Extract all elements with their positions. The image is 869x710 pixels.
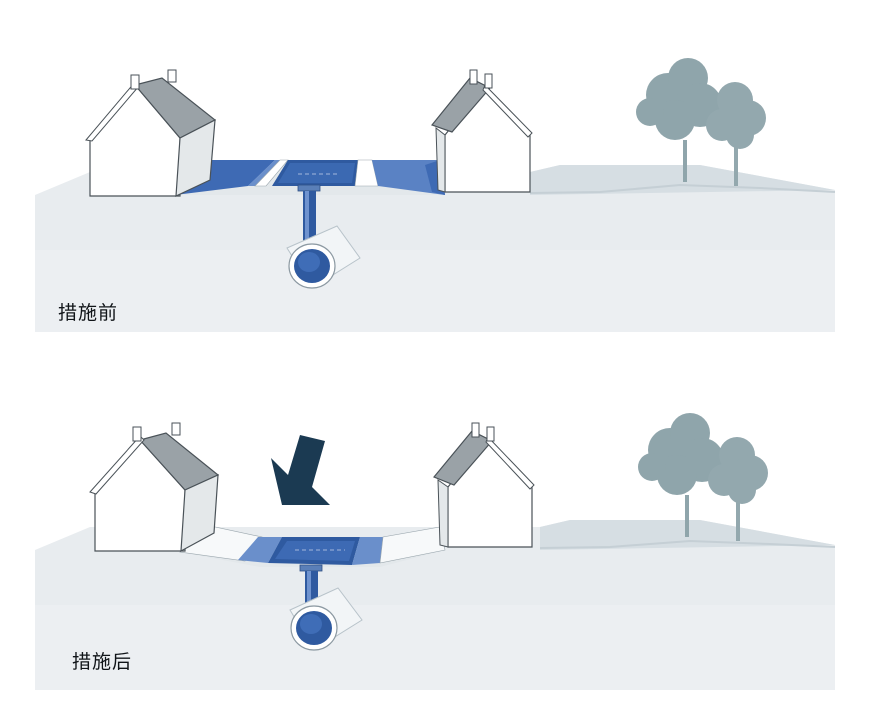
scene-after [35, 413, 836, 690]
panel-before: 措施前 [0, 0, 869, 350]
house-icon [89, 422, 220, 553]
drain-cap [297, 184, 321, 192]
road-center-top [278, 163, 355, 183]
channel-right-light [352, 537, 383, 565]
channel-center-top [275, 541, 355, 561]
tree-icon [706, 82, 766, 186]
panel-after: 措施后 [0, 355, 869, 710]
drain-shaft-highlight [307, 571, 311, 619]
gutter-left [175, 160, 275, 195]
label-before: 措施前 [58, 302, 119, 324]
pipe-icon [286, 225, 361, 289]
arrow-icon [271, 435, 330, 505]
ground-soft-fade [35, 250, 835, 332]
field-edge-line [529, 183, 836, 194]
gutter-left-light [248, 160, 280, 186]
house-icon [433, 422, 535, 548]
house-icon [85, 69, 217, 197]
drain-cap [299, 564, 323, 572]
tree-icon [636, 58, 722, 182]
house-icon [430, 69, 533, 193]
scene-before [35, 58, 836, 332]
channel-left-light [238, 537, 282, 563]
label-after: 措施后 [72, 651, 133, 673]
field-edge-line [539, 539, 836, 549]
drain-shaft-highlight [305, 191, 309, 256]
ground-soft-fade [35, 605, 835, 690]
tree-icon [708, 437, 768, 541]
pipe-icon [289, 587, 363, 651]
